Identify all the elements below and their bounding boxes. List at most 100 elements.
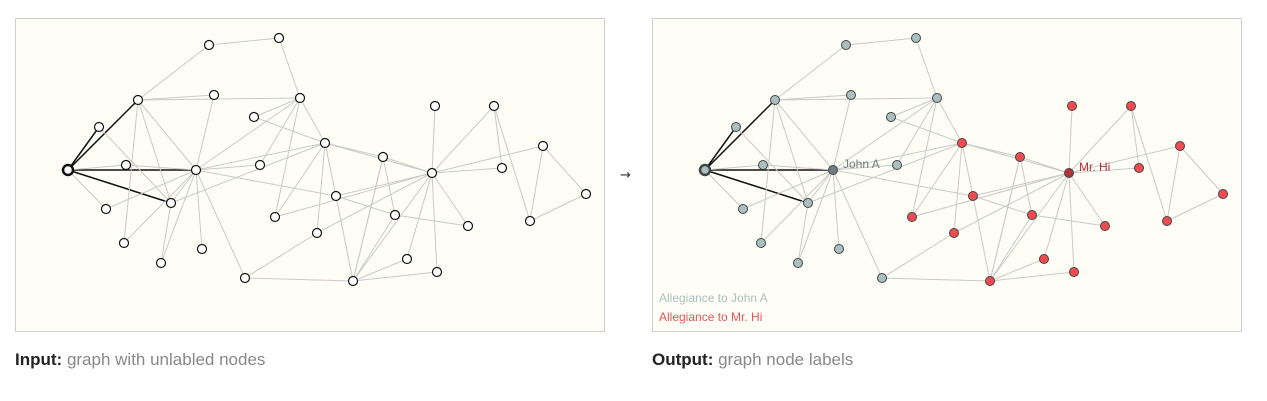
graph-edge	[911, 172, 1070, 218]
graph-edge	[896, 97, 938, 166]
graph-edge	[123, 169, 197, 244]
graph-node	[496, 162, 508, 174]
graph-node	[907, 212, 917, 222]
source-node	[61, 163, 75, 177]
graph-node	[254, 159, 266, 171]
graph-node	[892, 160, 902, 170]
highlighted-edge	[67, 169, 172, 204]
graph-node	[377, 151, 389, 163]
graph-edge	[911, 142, 963, 218]
graph-edge	[742, 169, 834, 210]
graph-node	[756, 238, 766, 248]
graph-node	[580, 188, 592, 200]
graph-edge	[382, 156, 433, 174]
graph-edge	[352, 156, 384, 282]
graph-edge	[1019, 156, 1070, 174]
graph-edge	[274, 142, 326, 218]
graph-edge	[170, 169, 197, 204]
graph-edge	[1166, 145, 1181, 222]
graph-edge	[1043, 172, 1070, 260]
graph-node	[1039, 254, 1049, 264]
graph-edge	[160, 169, 197, 264]
graph-edge	[195, 169, 203, 250]
graph-edge	[274, 172, 433, 218]
graph-edge	[735, 126, 809, 204]
legend-hi: Allegiance to Mr. Hi	[659, 310, 763, 324]
graph-node	[949, 228, 959, 238]
graph-edge	[1130, 105, 1140, 169]
graph-edge	[989, 271, 1075, 282]
graph-edge	[67, 169, 107, 210]
graph-node	[957, 138, 967, 148]
graph-node	[389, 209, 401, 221]
graph-edge	[832, 169, 974, 197]
graph-edge	[890, 97, 938, 118]
graph-edge	[529, 145, 544, 222]
input-graph-panel	[15, 18, 605, 332]
graph-node	[932, 93, 942, 103]
graph-edge	[137, 44, 210, 101]
graph-node	[118, 237, 130, 249]
graph-node	[155, 257, 167, 269]
graph-node	[537, 140, 549, 152]
graph-edge	[832, 164, 898, 171]
highlighted-edge	[704, 126, 737, 171]
graph-node	[488, 100, 500, 112]
graph-node	[841, 40, 851, 50]
graph-edge	[704, 164, 764, 171]
graph-node	[294, 92, 306, 104]
graph-edge	[1068, 167, 1140, 174]
graph-node	[208, 89, 220, 101]
graph-node	[1162, 216, 1172, 226]
graph-edge	[431, 145, 544, 174]
output-caption-text: graph node labels	[718, 350, 854, 369]
graph-node	[1100, 221, 1110, 231]
graph-edge	[1166, 193, 1224, 222]
graph-node	[886, 112, 896, 122]
graph-edge	[972, 172, 1070, 197]
graph-edge	[335, 195, 354, 282]
graph-edge	[1031, 214, 1106, 227]
legend-john: Allegiance to John A	[659, 291, 768, 305]
graph-edge	[493, 105, 531, 222]
graph-edge	[1068, 105, 1073, 174]
transform-arrow: →	[620, 168, 631, 183]
graph-node	[132, 94, 144, 106]
graph-node	[311, 227, 323, 239]
graph-edge	[299, 97, 326, 144]
graph-node	[165, 197, 177, 209]
graph-edge	[989, 258, 1045, 282]
graph-edge	[845, 37, 917, 46]
graph-node	[1069, 267, 1079, 277]
graph-edge	[953, 142, 963, 234]
graph-edge	[1130, 105, 1168, 222]
graph-node	[793, 258, 803, 268]
graph-node	[911, 33, 921, 43]
graph-node	[462, 220, 474, 232]
graph-node	[347, 275, 359, 287]
graph-edge	[352, 258, 408, 282]
highlighted-edge	[704, 99, 776, 171]
graph-node	[758, 160, 768, 170]
highlighted-edge	[704, 169, 809, 204]
graph-edge	[1019, 156, 1033, 216]
graph-edge	[431, 105, 495, 174]
john-a-label: John A	[843, 157, 880, 171]
graph-edge	[989, 172, 1070, 282]
graph-edge	[208, 37, 280, 46]
graph-node	[770, 95, 780, 105]
graph-edge	[137, 94, 215, 101]
graph-node	[1064, 168, 1074, 178]
graph-edge	[406, 172, 433, 260]
graph-edge	[936, 97, 963, 144]
graph-edge	[352, 271, 438, 282]
graph-edge	[529, 193, 587, 222]
graph-node	[846, 90, 856, 100]
graph-edge	[774, 44, 847, 101]
highlighted-edge	[67, 126, 100, 171]
graph-edge	[1068, 172, 1106, 227]
graph-node	[273, 32, 285, 44]
graph-edge	[972, 195, 1033, 216]
